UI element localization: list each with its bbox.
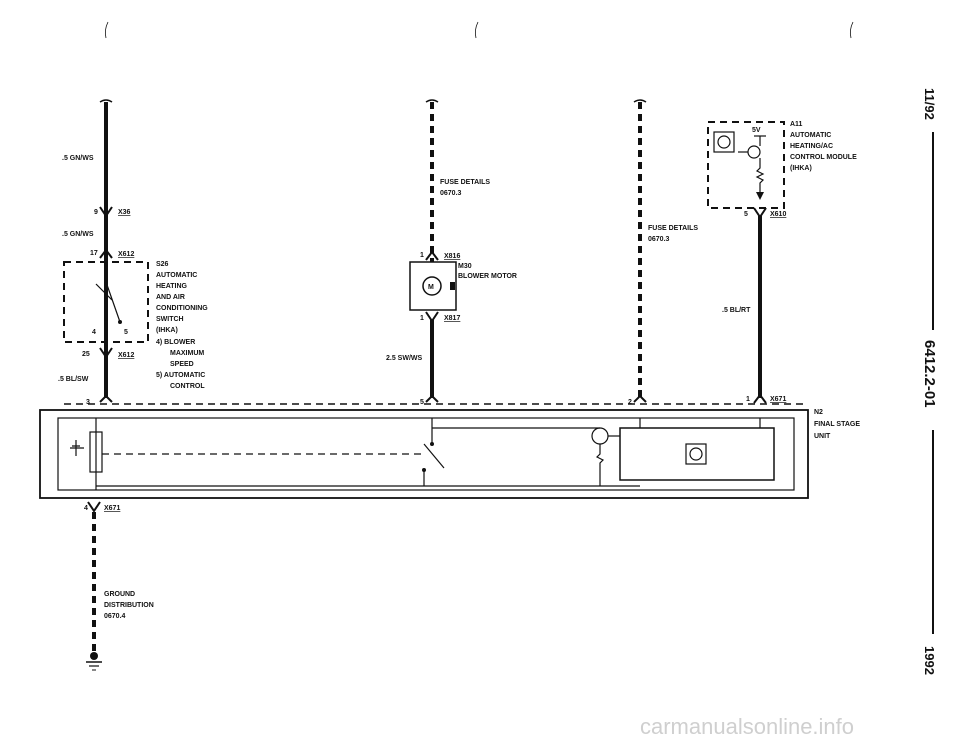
- n2-pin-3: 3: [86, 399, 90, 406]
- s26-line-6: (IHKA): [156, 327, 178, 334]
- n2-line-1: FINAL STAGE: [814, 421, 860, 428]
- n2-final-stage: N2 FINAL STAGE UNIT: [39, 409, 860, 499]
- a11-line-3: CONTROL MODULE: [790, 154, 857, 161]
- connector-x36-pin: 9: [94, 209, 98, 216]
- connector-x816-symbol: [425, 250, 439, 261]
- connector-x36-label: X36: [118, 209, 131, 216]
- s26-note-5: 5) AUTOMATIC: [156, 372, 205, 379]
- wire-label-3: .5 BL/SW: [58, 376, 89, 383]
- fuse-2-ref: 0670.3: [648, 236, 670, 243]
- connector-x817-label: X817: [444, 315, 460, 322]
- side-doc-number: 6412.2-01: [921, 340, 938, 408]
- side-date: 11/92: [922, 88, 937, 120]
- s26-pin-4: 4: [92, 329, 96, 336]
- fuse-2-title: FUSE DETAILS: [648, 225, 698, 232]
- ground-line-3: 0670.4: [104, 613, 126, 620]
- watermark: carmanualsonline.info: [640, 714, 854, 739]
- connector-x817-pin: 1: [420, 315, 424, 322]
- wire-label-5: .5 BL/RT: [722, 307, 751, 314]
- connector-x671-top-pin: 1: [746, 396, 750, 403]
- connector-x612-bottom-pin: 25: [82, 351, 90, 358]
- s26-code: S26: [156, 261, 169, 268]
- wire-label-1: .5 GN/WS: [62, 155, 94, 162]
- a11-line-2: HEATING/AC: [790, 143, 833, 150]
- connector-x610-symbol: [753, 207, 767, 219]
- n2-control-box: [619, 427, 775, 481]
- a11-line-1: AUTOMATIC: [790, 132, 831, 139]
- a11-voltage: 5V: [752, 127, 761, 134]
- m30-motor-box: [409, 261, 457, 311]
- fuse-1-title: FUSE DETAILS: [440, 179, 490, 186]
- s26-line-1: AUTOMATIC: [156, 272, 197, 279]
- connector-x612-bottom-symbol: [99, 347, 113, 359]
- connector-x671-bottom-pin: 4: [84, 505, 88, 512]
- s26-line-2: HEATING: [156, 283, 188, 290]
- s26-line-5: SWITCH: [156, 316, 184, 323]
- ground-line-1: GROUND: [104, 591, 135, 598]
- connector-x36-symbol: [99, 206, 113, 218]
- ground-icon: [86, 652, 102, 671]
- n2-line-2: UNIT: [814, 433, 831, 440]
- n2-pin-2: 2: [628, 399, 632, 406]
- connector-x671-bottom-label: X671: [104, 505, 120, 512]
- s26-line-4: CONDITIONING: [156, 305, 208, 312]
- side-year: 1992: [922, 646, 937, 675]
- connector-x612-top-symbol: [99, 248, 113, 259]
- s26-pin-5: 5: [124, 329, 128, 336]
- connector-x816-pin: 1: [420, 252, 424, 259]
- connector-x612-top-label: X612: [118, 251, 134, 258]
- connector-x671-bottom-symbol: [87, 501, 101, 513]
- m30-name: BLOWER MOTOR: [458, 273, 517, 280]
- connector-x610-pin: 5: [744, 211, 748, 218]
- n2-outer-box: [39, 409, 809, 499]
- connector-x817-symbol: [425, 311, 439, 323]
- s26-note-4: 4) BLOWER: [156, 339, 195, 346]
- a11-module-box: [707, 121, 785, 209]
- wire-label-4: 2.5 SW/WS: [386, 355, 423, 362]
- connector-x816-label: X816: [444, 253, 460, 260]
- s26-line-3: AND AIR: [156, 294, 185, 301]
- connector-x612-top-pin: 17: [90, 250, 98, 257]
- scan-marks: [104, 21, 854, 39]
- ground-line-2: DISTRIBUTION: [104, 602, 154, 609]
- n2-code: N2: [814, 409, 823, 416]
- side-strip: 11/92 6412.2-01 1992: [921, 88, 938, 675]
- connector-x671-top-symbol: [753, 393, 767, 404]
- s26-note-5b: CONTROL: [170, 383, 205, 390]
- fuse-circuit-2: FUSE DETAILS 0670.3 2: [628, 99, 698, 406]
- connector-x671-top-label: X671: [770, 396, 786, 403]
- fuse-1-ref: 0670.3: [440, 190, 462, 197]
- ground-circuit: 4 X671 GROUND DISTRIBUTION 0670.4: [84, 501, 154, 671]
- left-circuit: .5 GN/WS 9 X36 .5 GN/WS 17 X612 4 5 S26 …: [58, 99, 208, 406]
- connector-x610-label: X610: [770, 211, 786, 218]
- middle-circuit: FUSE DETAILS 0670.3 1 X816 M M30 BLOWER …: [386, 99, 517, 406]
- a11-line-4: (IHKA): [790, 165, 812, 172]
- s26-note-4b: MAXIMUM: [170, 350, 204, 357]
- s26-note-4c: SPEED: [170, 361, 194, 368]
- a11-code: A11: [790, 121, 803, 128]
- m30-symbol: M: [428, 284, 434, 291]
- a11-circuit: 5V A11 AUTOMATIC HEATING/AC CONTROL MODU…: [707, 121, 857, 404]
- n2-pin-5: 5: [420, 399, 424, 406]
- wire-label-2: .5 GN/WS: [62, 231, 94, 238]
- m30-code: M30: [458, 263, 472, 270]
- connector-x612-bottom-label: X612: [118, 352, 134, 359]
